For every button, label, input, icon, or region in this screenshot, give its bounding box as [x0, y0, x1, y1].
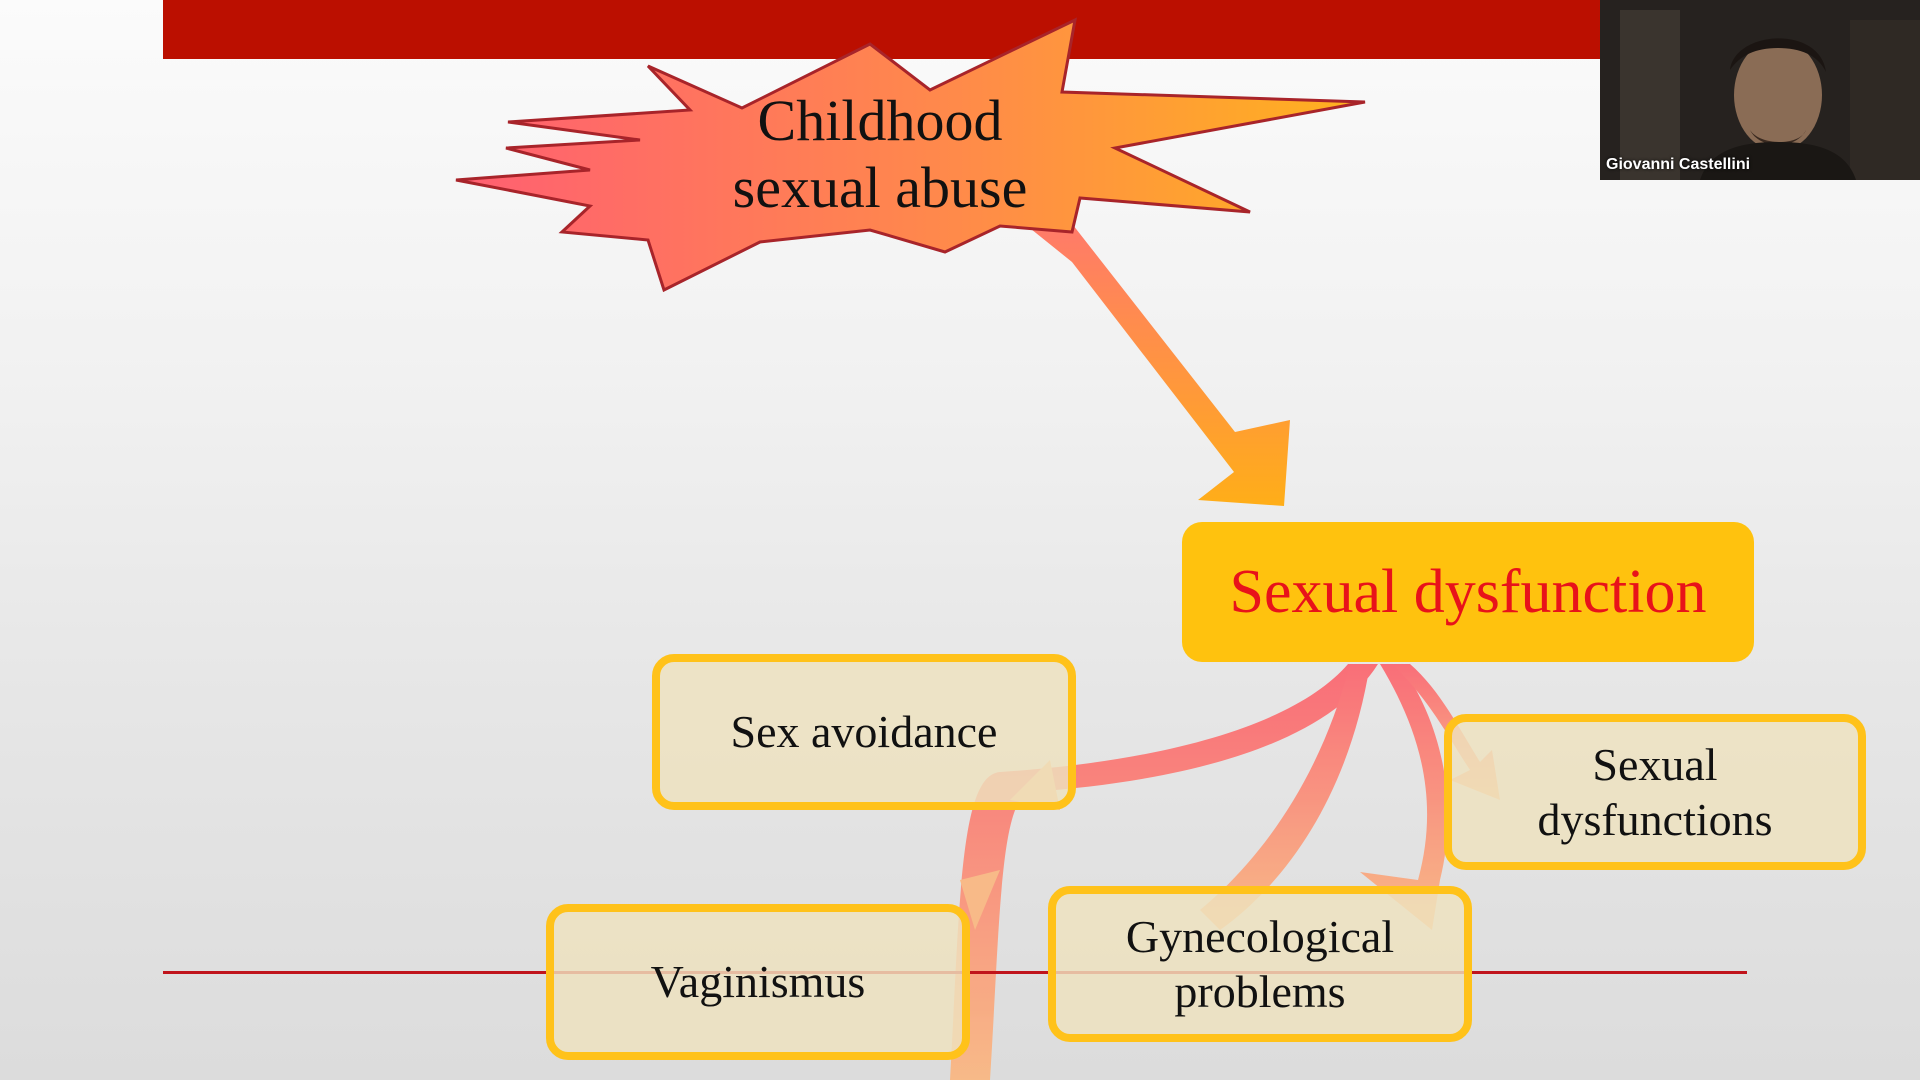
sub-node-label-line1: Sexual: [1592, 738, 1718, 790]
sub-node-label-line2: dysfunctions: [1537, 794, 1773, 845]
sub-node-label: Sex avoidance: [730, 706, 998, 758]
sub-node-label: Vaginismus: [650, 956, 866, 1008]
main-node-label: Sexual dysfunction: [1229, 557, 1707, 626]
source-node-line1: Childhood: [757, 88, 1003, 153]
participant-name-label: Giovanni Castellini: [1606, 156, 1751, 173]
source-node-line2: sexual abuse: [732, 154, 1028, 220]
sub-node-label-line2: problems: [1174, 966, 1346, 1017]
sub-node-sex-avoidance: Sex avoidance: [652, 654, 1076, 810]
causal-arrow: [1026, 225, 1290, 506]
sub-node-sexual-dysfunctions: Sexual dysfunctions: [1444, 714, 1866, 870]
participant-video-tile[interactable]: Giovanni Castellini: [1600, 0, 1920, 180]
sub-node-label-line1: Gynecological: [1125, 910, 1395, 962]
sub-node-gynecological-problems: Gynecological problems: [1048, 886, 1472, 1042]
sub-node-vaginismus: Vaginismus: [546, 904, 970, 1060]
title-bar: [163, 0, 1600, 59]
participant-video-feed: [1600, 0, 1920, 180]
explosion-burst: [455, 17, 1366, 293]
source-node-label: Childhood sexual abuse: [600, 88, 1160, 221]
main-node-box: Sexual dysfunction: [1182, 522, 1754, 662]
